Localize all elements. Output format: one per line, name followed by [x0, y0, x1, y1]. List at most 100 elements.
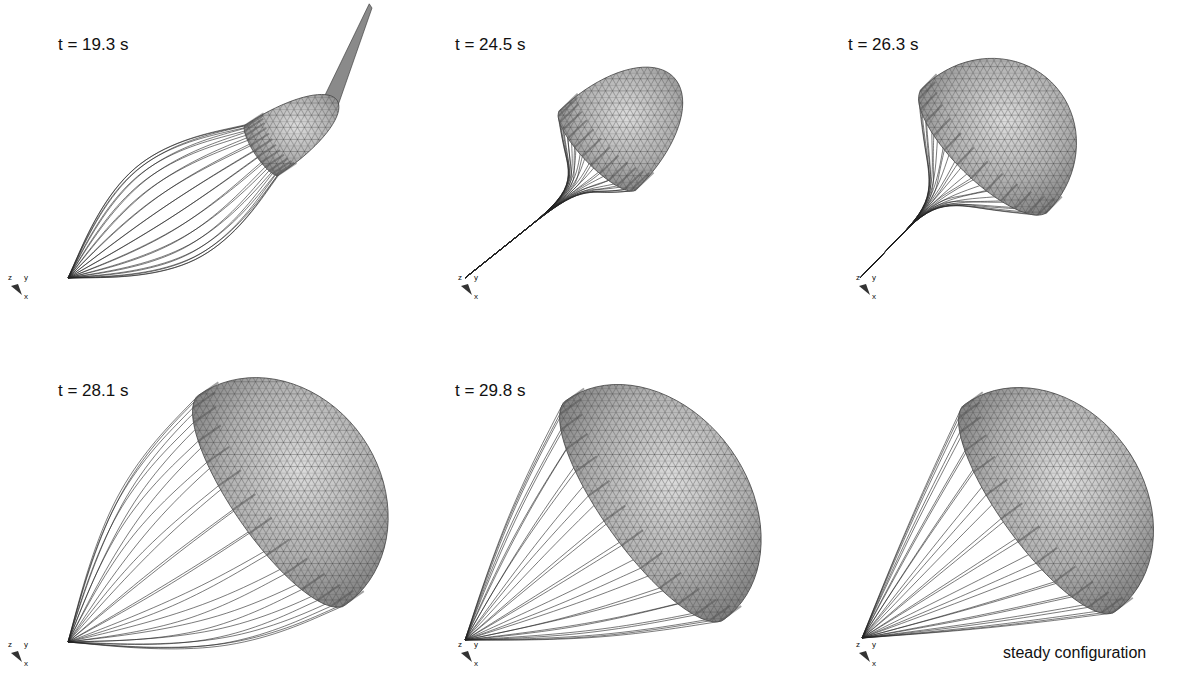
suspension-line	[465, 111, 572, 278]
canopy-fold	[926, 105, 943, 122]
canopy-fold	[974, 457, 995, 472]
canopy-fold	[566, 434, 587, 449]
suspension-line	[68, 486, 218, 642]
suspension-line	[465, 109, 570, 278]
time-label: t = 28.1 s	[58, 382, 128, 399]
suspension-line	[68, 174, 272, 278]
canopy-fold	[960, 417, 981, 432]
canopy-fold	[575, 129, 594, 147]
suspension-line	[68, 167, 265, 278]
suspension-line	[68, 601, 317, 645]
axis-label: y	[872, 274, 876, 282]
suspension-line	[68, 169, 280, 278]
suspension-line	[465, 404, 563, 640]
canopy-mesh	[560, 385, 762, 622]
suspension-line	[68, 607, 341, 649]
axis-label: y	[24, 274, 28, 282]
axis-triad	[461, 284, 472, 295]
suspension-line	[860, 205, 1045, 278]
axis-label: y	[474, 274, 478, 282]
axis-label: x	[872, 293, 876, 301]
canopy-fold	[630, 173, 649, 191]
canopy-mesh	[919, 58, 1077, 215]
suspension-line	[862, 607, 1088, 638]
canopy-fold	[934, 118, 951, 135]
suspension-line	[68, 574, 284, 642]
axis-triad	[461, 651, 472, 662]
canopy-fold	[1015, 192, 1032, 209]
suspension-line	[68, 533, 249, 642]
parachute	[860, 58, 1076, 278]
canopy-fold	[331, 591, 354, 607]
canopy-fold	[249, 518, 272, 534]
axis-label: x	[474, 293, 478, 301]
suspension-line	[465, 112, 568, 278]
canopy-fold	[218, 470, 241, 486]
suspension-line	[860, 85, 932, 278]
suspension-line	[68, 162, 261, 278]
suspension-line	[860, 91, 929, 278]
canopy-fold	[261, 150, 280, 162]
suspension-line	[68, 146, 250, 278]
suspension-line	[68, 143, 267, 278]
suspension-line	[465, 189, 624, 278]
suspension-line	[465, 138, 571, 278]
suspension-line	[862, 563, 1036, 638]
suspension-line	[68, 171, 269, 278]
suspension-line	[465, 116, 568, 278]
canopy-fold	[986, 480, 1007, 495]
parachute	[465, 67, 683, 278]
axis-label: x	[872, 660, 876, 668]
canopy	[193, 378, 389, 608]
suspension-line	[465, 109, 569, 278]
time-label: t = 26.3 s	[848, 36, 918, 53]
parachute	[68, 378, 388, 649]
canopy-fold	[600, 155, 619, 173]
suspension-line	[465, 521, 604, 640]
suspension-line	[860, 206, 1038, 278]
suspension-line	[465, 143, 614, 278]
canopy	[558, 67, 683, 191]
canopy-fold	[267, 539, 290, 555]
canopy-fold	[617, 168, 636, 186]
suspension-line	[465, 114, 579, 278]
canopy-fold	[678, 589, 699, 604]
canopy-fold	[971, 161, 988, 178]
axis-label: x	[474, 660, 478, 668]
canopy-mesh	[558, 67, 683, 191]
axis-label: y	[872, 641, 876, 649]
canopy-fold	[284, 559, 307, 575]
canopy-fold	[207, 447, 230, 463]
axis-label: z	[8, 641, 12, 649]
suspension-line	[862, 432, 960, 638]
canopy-fold	[265, 155, 284, 167]
suspension-line	[862, 472, 974, 638]
axis-label: z	[458, 274, 462, 282]
canopy-fold	[193, 407, 216, 423]
axis-label: y	[474, 641, 478, 649]
suspension-line	[860, 109, 930, 278]
axis-label: z	[8, 274, 12, 282]
canopy-fold	[695, 600, 716, 615]
canopy-fold	[1112, 598, 1133, 613]
suspension-line	[68, 175, 278, 278]
canopy-fold	[1101, 597, 1122, 612]
suspension-line	[465, 414, 560, 640]
suspension-line	[68, 135, 246, 278]
suspension-line	[862, 542, 1018, 638]
canopy-fold	[720, 606, 741, 621]
canopy-fold	[233, 494, 256, 510]
suspension-line	[68, 175, 275, 278]
canopy-fold	[575, 456, 596, 471]
canopy-fold	[1045, 197, 1062, 214]
canopy-mesh	[244, 94, 339, 175]
axis-label: x	[24, 293, 28, 301]
suspension-line	[465, 184, 638, 278]
canopy-fold	[1001, 503, 1022, 518]
canopy-fold	[591, 147, 610, 165]
canopy-fold	[560, 399, 581, 414]
axis-label: z	[856, 641, 860, 649]
canopy-fold	[965, 435, 986, 450]
canopy-fold	[246, 123, 265, 135]
